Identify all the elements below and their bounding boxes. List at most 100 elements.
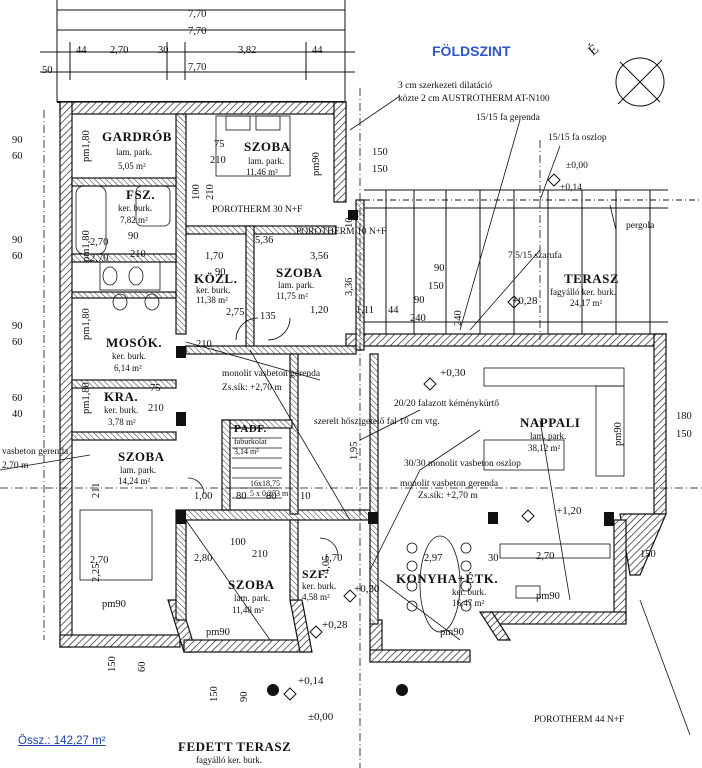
note-porotherm30: POROTHERM 30 N+F [212,205,303,215]
level-028: +0,28 [512,295,538,307]
dim-v-4: 3,36 [344,277,355,296]
dim-inner-21: 210 [196,339,212,350]
dim-right-4: 150 [640,549,656,560]
room-mosok-area: 6,14 m² [114,363,142,373]
total-area-link[interactable]: Össz.: 142,27 m² [18,735,106,747]
dim-v-9: 150 [107,656,118,672]
level-014b: +0,14 [298,675,324,687]
dim-left-3: 90 [12,235,23,246]
level-014: +0,14 [560,183,582,193]
dim-top-1: 7,70 [188,9,207,20]
room-fsz-floor: ker. burk. [118,203,153,213]
note-oszlop: 15/15 fa oszlop [548,133,607,143]
room-kra-floor: ker. burk. [104,405,139,415]
room-nappali-name: NAPPALI [520,415,581,430]
dim-inner-27: 10 [300,491,311,502]
room-gardrob-area: 5,05 m² [118,161,146,171]
dim-inner-10: 3,56 [310,251,329,262]
level-0: ±0,00 [566,161,588,171]
dim-left-2: 60 [12,151,23,162]
dim-inner-9: 5,36 [255,235,274,246]
room-kozl-area: 11,38 m² [196,295,228,305]
room-gardrob-name: GARDRÓB [102,129,172,144]
dim-top-3: 7,70 [188,62,207,73]
dim-left-7: 60 [12,393,23,404]
walls [59,101,667,663]
note-left-270: 2,70 m [2,461,29,471]
dim-top-2: 7,70 [188,26,207,37]
room-szoba3-floor: lam. park. [120,465,157,475]
dim-v-13: 240 [453,310,464,326]
dim-right-3: 150 [676,429,692,440]
room-konyha-name: KONYHA+ÉTK. [396,571,499,586]
compass-symbol [615,57,665,107]
dim-inner-4: 90 [128,231,139,242]
room-gardrob-floor: lam. park. [116,147,153,157]
note-porotherm10: POROTHERM 10 N+F [296,227,387,237]
pm90-4: pm90 [206,627,230,638]
dim-right-1: 150 [372,147,388,158]
dim-inner-25: 80 [236,491,247,502]
room-szoba3-name: SZOBA [118,449,165,464]
dim-right-2: 180 [676,411,692,422]
dim-inner-1: 75 [214,139,225,150]
pm180-1: pm1,80 [81,130,92,162]
dim-inner-33: 2,97 [424,553,443,564]
room-szf-name: SZF. [302,567,328,581]
columns [176,210,614,696]
dim-inner-8: 90 [215,267,226,278]
note-lepcso2: 5 x 0,273 m [250,489,289,498]
dim-inner-32: 1,70 [324,553,343,564]
axis-lines [0,88,702,768]
dim-inner-20: 44 [388,305,399,316]
note-oszlop30: 30/30 monolit vasbeton oszlop [404,459,521,469]
dim-top-7: 3,82 [238,45,257,56]
room-kozl-name: KÖZL. [194,271,238,286]
note-szerelt: szerelt hőszigetelő fal 10 cm vtg. [314,417,440,427]
note-monolit2: monolit vasbeton gerenda [400,479,499,489]
room-szf-area: 4,58 m² [302,592,330,602]
room-mosok-floor: ker. burk. [112,351,147,361]
room-szoba4-floor: lam. park. [234,593,271,603]
room-kra-area: 3,78 m² [108,417,136,427]
pm180-2: pm1,80 [81,230,92,262]
leader-lines [0,95,691,736]
note-porotherm44: POROTHERM 44 N+F [534,715,625,725]
room-terasz-area: 24,17 m² [570,298,603,308]
dim-v-1: 100 [191,184,202,200]
note-monolit1: monolit vasbeton gerenda [222,369,321,379]
room-nappali-area: 38,12 m² [528,443,561,453]
room-fsz-area: 7,82 m² [120,215,148,225]
pm90-1: pm90 [311,152,322,176]
dim-inner-31: 210 [252,549,268,560]
room-kra-name: KRA. [104,389,139,404]
dim-inner-23: 210 [148,403,164,414]
note-zssik2: Zs.sík: +2,70 m [418,491,478,501]
dim-v-7: 2,25 [91,563,102,582]
level-030b: +0,30 [354,583,380,595]
room-padf-floor: faburkolat [234,437,267,446]
pergola-beams [364,189,700,334]
room-konyha-floor: ker. burk. [452,587,487,597]
dim-top-4: 44 [76,45,87,56]
dim-inner-11: 150 [372,164,388,175]
dim-left-4: 60 [12,251,23,262]
room-szoba2-area: 11,75 m² [276,291,308,301]
dim-v-12: 90 [239,691,250,703]
pm180-3: pm1,80 [81,308,92,340]
room-fedett-floor: fagyálló ker. burk. [196,755,262,765]
dim-left-6: 60 [12,337,23,348]
dim-inner-6: 210 [130,249,146,260]
level-markers [283,173,561,701]
dim-inner-34: 2,70 [536,551,555,562]
note-zssik1: Zs.sík: +2,70 m [222,383,282,393]
pm90-2: pm90 [613,422,624,446]
dim-inner-2: 210 [210,155,226,166]
note-kemeny: 20/20 falazott kéménykürtő [394,399,499,409]
note-lepcso1: 16x18,75 [250,479,280,488]
dim-inner-18: 1,20 [310,305,329,316]
furniture [75,115,625,633]
dim-inner-12: 90 [434,263,445,274]
dim-inner-15: 240 [410,313,426,324]
room-szoba2-floor: lam. park. [278,280,315,290]
